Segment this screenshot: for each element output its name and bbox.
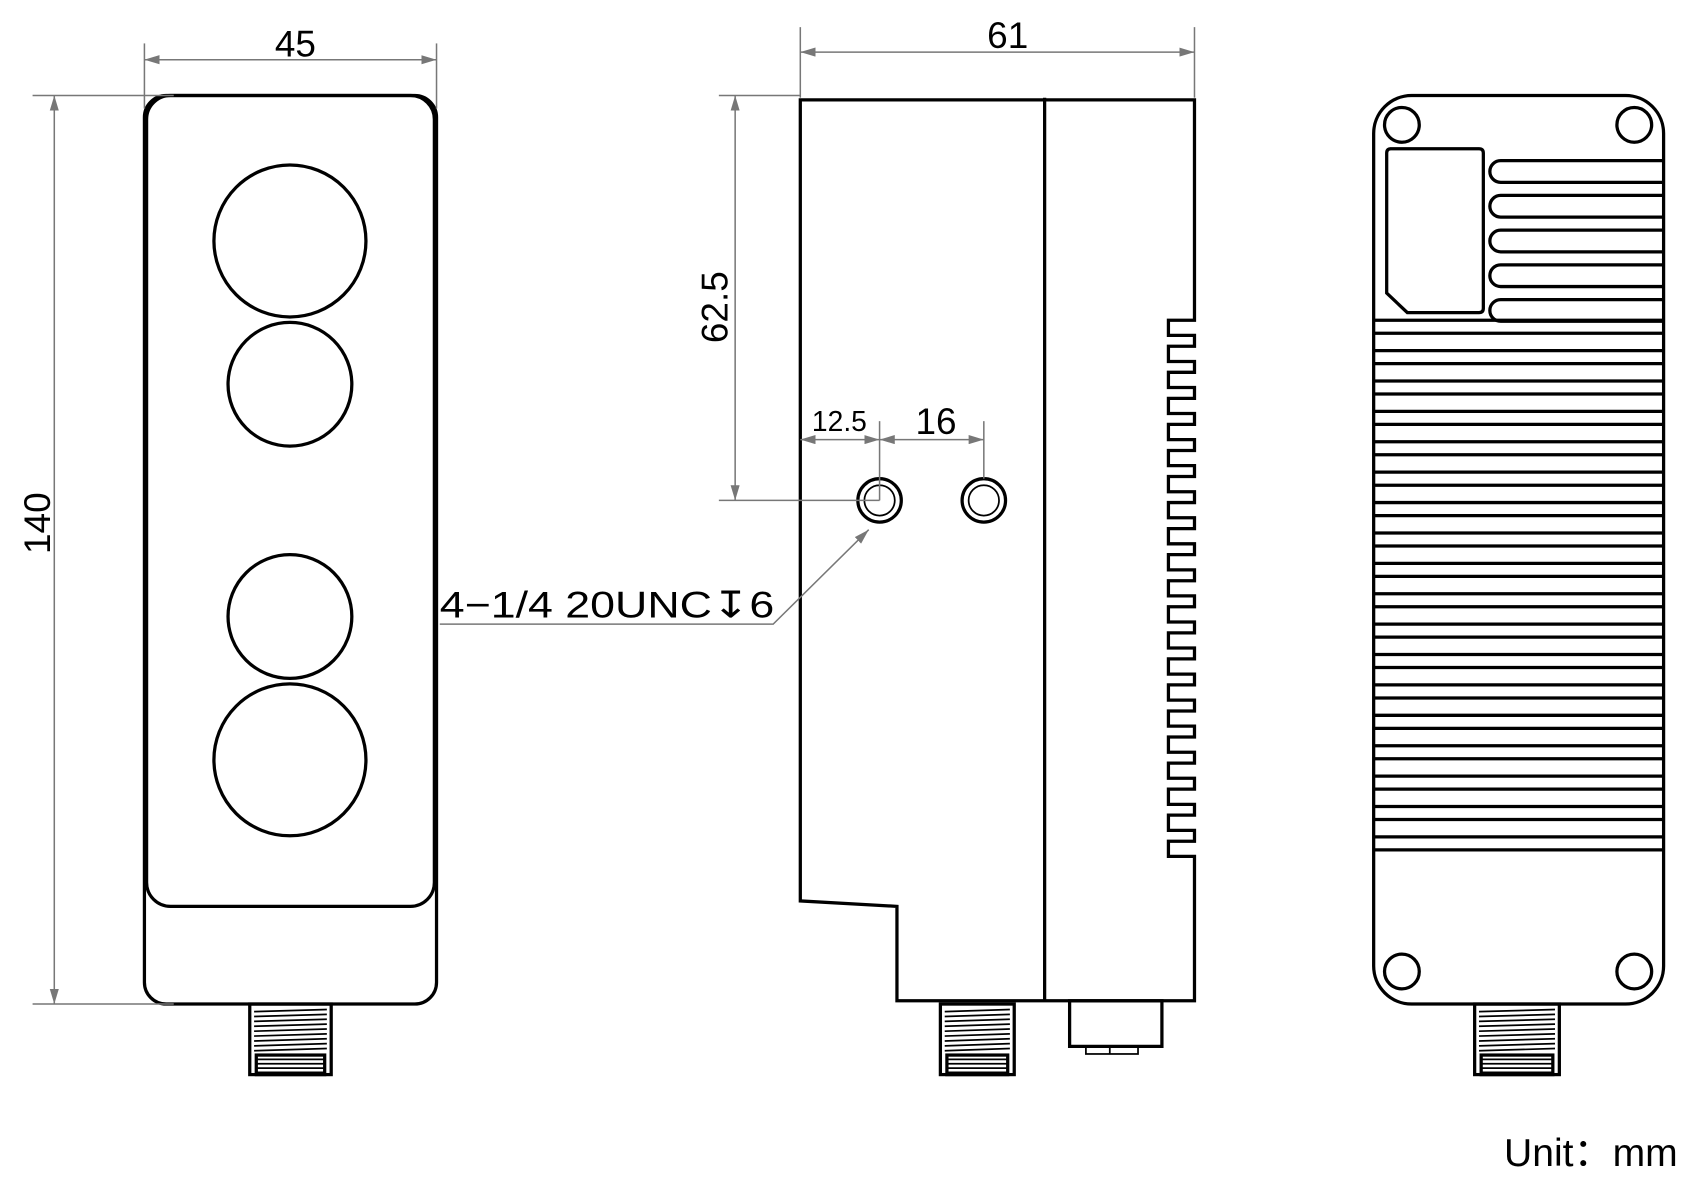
width-dimension-45: 45 xyxy=(275,23,316,64)
width-dimension-61: 61 xyxy=(987,15,1028,56)
front-view: 45 140 xyxy=(17,23,439,1077)
label-slots xyxy=(1488,159,1664,323)
height-dimension-140: 140 xyxy=(17,492,58,554)
heatsink-fins xyxy=(1373,318,1664,852)
hole-height-dimension: 62.5 xyxy=(695,271,736,343)
side-view: 61 62.5 12.5 16 4−1/4 20UNC↧6 xyxy=(440,15,1197,1077)
hole-spacing-dimension: 16 xyxy=(916,401,957,442)
connector-side-box xyxy=(1067,999,1164,1055)
connector-side-threaded xyxy=(938,1002,1016,1077)
unit-label: Unit：mm xyxy=(1504,1132,1678,1175)
thread-callout: 4−1/4 20UNC↧6 xyxy=(440,585,774,626)
connector-rear xyxy=(1473,1002,1561,1077)
rear-view xyxy=(1372,93,1666,1077)
connector-front xyxy=(248,1002,333,1077)
hole-offset-dimension: 12.5 xyxy=(812,405,867,437)
